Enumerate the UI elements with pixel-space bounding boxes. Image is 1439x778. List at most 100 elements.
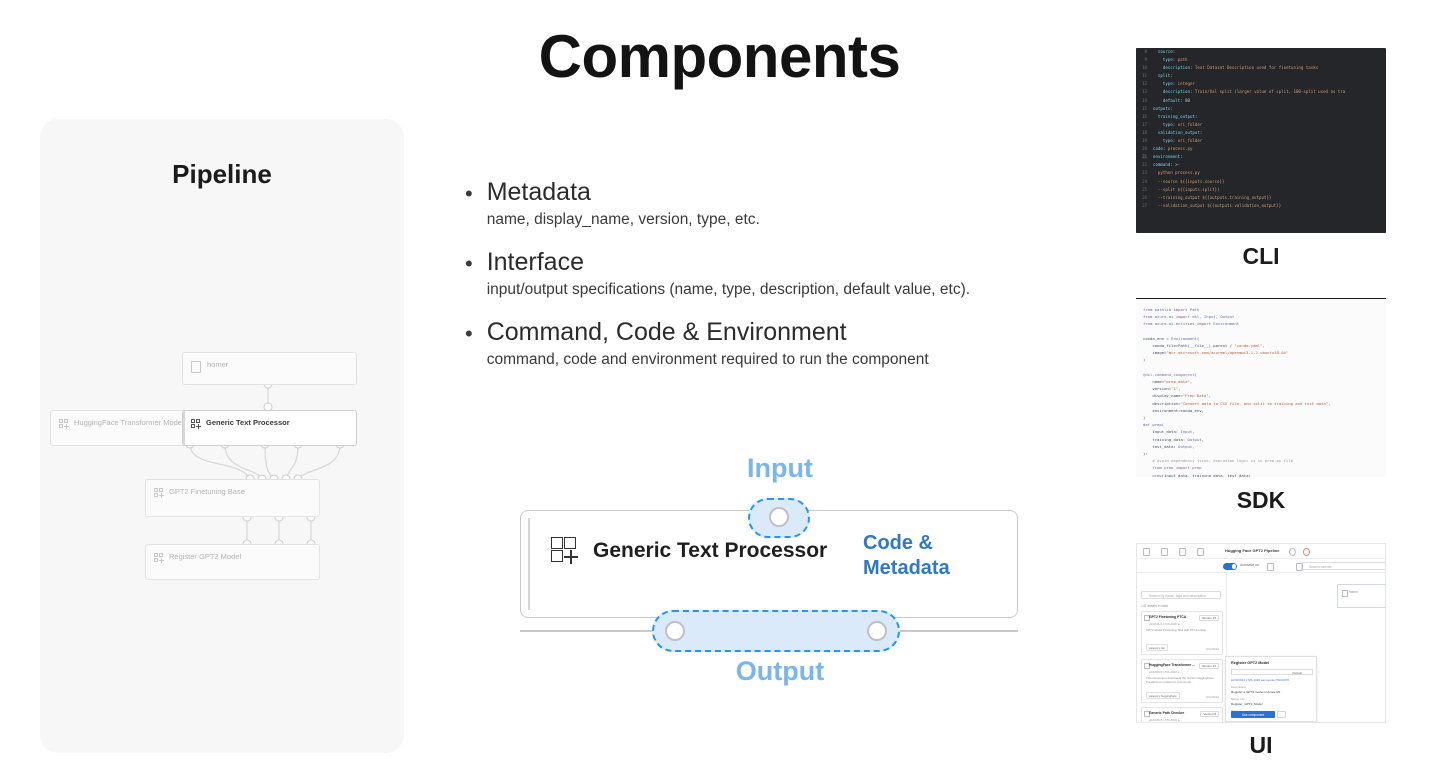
component-icon <box>154 488 164 498</box>
ui-pipeline-title: Hugging Face GPT2 Pipeline <box>1225 548 1280 553</box>
field-label: Name / ID <box>1231 697 1245 701</box>
sdk-code-screenshot: from pathlib import Path from azure.ai i… <box>1136 298 1386 477</box>
autosave-label: Autosave on <box>1240 563 1259 567</box>
bullet-detail: command, code and environment required t… <box>486 351 929 368</box>
component-icon <box>154 553 164 563</box>
version-default-badge: Default <box>1292 671 1302 676</box>
collapse-icon[interactable] <box>1215 548 1220 554</box>
ui-component-library: Search by name, tags and description 147… <box>1137 573 1227 722</box>
autosave-toggle[interactable] <box>1223 563 1237 570</box>
redo-icon[interactable] <box>1287 563 1292 569</box>
component-icon <box>191 419 201 429</box>
component-meta: jobfl23023 1726-4026 a... <box>1149 622 1182 626</box>
menu-icon[interactable] <box>1143 548 1150 556</box>
node-accent-bar <box>146 480 148 516</box>
field-value: Register a GPT2 model in Azure ML <box>1231 690 1281 694</box>
list-item[interactable]: GPT2 Finetuning PTCA Version 15 jobfl230… <box>1141 611 1223 655</box>
input-port[interactable] <box>769 507 789 527</box>
pipeline-node-register-gpt2-model[interactable]: Register GPT2 Model <box>145 544 320 580</box>
field-label: Input Types <box>1231 721 1247 723</box>
bullet-dot-icon: • <box>465 181 473 206</box>
bullet-item-interface: • Interface input/output specifications … <box>465 248 1085 299</box>
updated-date: 6/12/2022 <box>1206 694 1219 699</box>
page-title: Components <box>538 23 901 90</box>
gear-icon[interactable] <box>1289 548 1296 556</box>
component-detail-panel: Register GPT2 Model Default jobfl23023 1… <box>1225 656 1317 722</box>
undo-icon[interactable] <box>1277 563 1282 569</box>
ui-subtoolbar: Autosave on Search canvas <box>1137 559 1385 573</box>
input-label: Input <box>747 453 813 483</box>
bullet-list: • Metadata name, display_name, version, … <box>465 178 1085 388</box>
pipeline-node-generic-text-processor[interactable]: Generic Text Processor <box>182 410 357 446</box>
component-name: Generic Text Processor <box>593 539 828 562</box>
delete-icon[interactable] <box>1296 563 1303 571</box>
component-icon <box>1144 711 1150 717</box>
bullet-item-command-code-environment: • Command, Code & Environment command, c… <box>465 318 1085 369</box>
field-label: Description <box>1231 685 1247 689</box>
pipeline-node-dataset[interactable]: homer <box>182 352 357 385</box>
code-metadata-label: Code &Metadata <box>863 532 950 579</box>
save-icon[interactable] <box>1267 563 1274 571</box>
bullet-dot-icon: • <box>465 251 473 277</box>
output-highlight-pill <box>652 610 900 652</box>
use-component-button[interactable]: Use component <box>1231 711 1275 718</box>
bullet-heading: Interface <box>486 248 584 277</box>
pipeline-node-label: GPT2 Finetuning Base <box>169 487 245 496</box>
component-diagram: Input Generic Text Processor Code &Metad… <box>500 440 1040 700</box>
pipeline-node-gpt2-finetuning-base[interactable]: GPT2 Finetuning Base <box>145 479 320 517</box>
asset-id-link[interactable]: jobfl23023 1726-4026 aact-aedec79001070 <box>1231 678 1290 682</box>
card-accent-bar <box>528 518 530 610</box>
canvas-search-input[interactable]: Search canvas <box>1301 562 1385 570</box>
component-meta: jobfl23023 1726-4026 a... <box>1149 670 1182 674</box>
help-icon[interactable] <box>1303 548 1310 556</box>
component-name: HuggingFace Transformer ... <box>1149 663 1195 667</box>
dataset-icon <box>1342 589 1348 597</box>
pipeline-node-label: Generic Text Processor <box>206 418 290 427</box>
more-options-button[interactable] <box>1277 711 1286 718</box>
version-badge: Version 8 <box>1200 710 1219 718</box>
search-icon[interactable] <box>1161 548 1168 556</box>
bullet-item-metadata: • Metadata name, display_name, version, … <box>465 178 1085 229</box>
node-accent-bar <box>183 411 185 445</box>
pipeline-panel: Pipeline <box>40 119 404 753</box>
pipeline-edges <box>185 379 345 549</box>
output-port-1[interactable] <box>665 621 685 641</box>
output-label: Output <box>735 656 825 686</box>
detail-title: Register GPT2 Model <box>1231 661 1270 665</box>
bullet-detail: name, display_name, version, type, etc. <box>486 210 760 228</box>
pipeline-node-label: homer <box>207 360 229 369</box>
node-accent-bar <box>183 353 185 384</box>
component-grid-plus-icon <box>551 537 579 565</box>
ui-toolbar: Hugging Face GPT2 Pipeline <box>1137 544 1385 559</box>
version-badge: Version 22 <box>1198 662 1219 670</box>
component-icon <box>59 419 69 429</box>
canvas-node[interactable]: homer <box>1337 584 1385 608</box>
canvas-node-label: homer <box>1349 590 1359 594</box>
trash-icon[interactable] <box>1179 548 1186 556</box>
list-item[interactable]: HuggingFace Transformer ... Version 22 j… <box>1141 659 1223 703</box>
version-select[interactable]: Default <box>1231 669 1313 675</box>
library-search-input[interactable]: Search by name, tags and description <box>1141 591 1221 599</box>
category-tag: category:huggingface <box>1146 692 1180 699</box>
dataset-icon <box>191 361 201 373</box>
refresh-icon[interactable] <box>1197 548 1204 556</box>
ui-designer-screenshot: Hugging Face GPT2 Pipeline Autosave on S… <box>1136 543 1386 723</box>
pipeline-panel-title: Pipeline <box>172 159 272 189</box>
bullet-detail: input/output specifications (name, type,… <box>486 280 971 298</box>
sdk-code-body: from pathlib import Path from azure.ai i… <box>1143 307 1331 477</box>
pipeline-graph-canvas: homer HuggingFace Transformer Model Gene… <box>40 339 404 719</box>
component-name: Generic Path Checker <box>1149 711 1185 715</box>
pipeline-node-label: Register GPT2 Model <box>169 552 242 561</box>
component-icon <box>1144 615 1150 621</box>
asset-count-label: 147 assets in total <box>1141 604 1168 608</box>
ui-caption: UI <box>1249 732 1273 758</box>
bullet-heading: Command, Code & Environment <box>486 318 847 347</box>
category-tag: category:nlp <box>1146 644 1168 651</box>
bullet-dot-icon: • <box>465 321 473 347</box>
component-description: This component downloads the current Hug… <box>1146 676 1214 685</box>
output-port-2[interactable] <box>867 621 887 641</box>
list-item[interactable]: Generic Path Checker Version 8 jobfl2302… <box>1141 707 1223 722</box>
